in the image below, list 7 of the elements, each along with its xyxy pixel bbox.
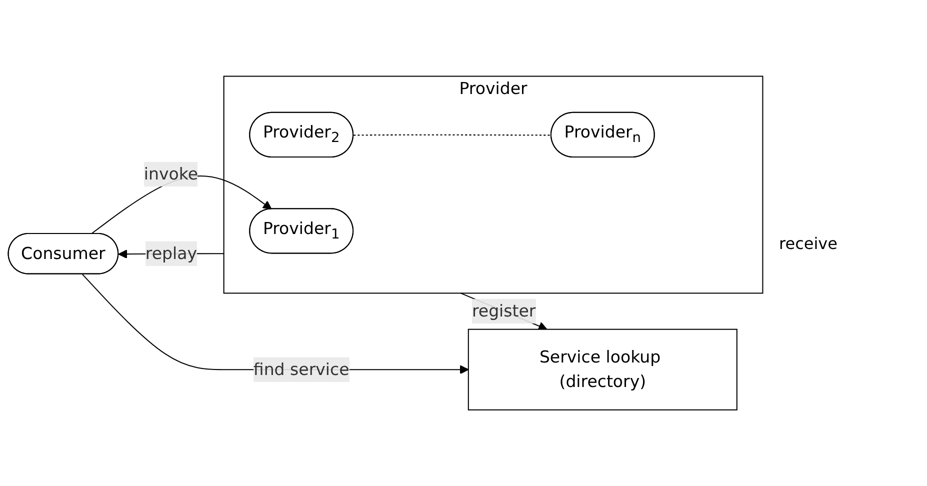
edge-label: register [472,300,536,320]
node-box: Service lookup (directory) [468,328,738,410]
edge-label: find service [253,359,350,379]
edge-label: invoke [144,164,198,184]
note-label: receive [779,234,838,252]
edge-label: replay [145,243,197,263]
connector [354,134,552,136]
